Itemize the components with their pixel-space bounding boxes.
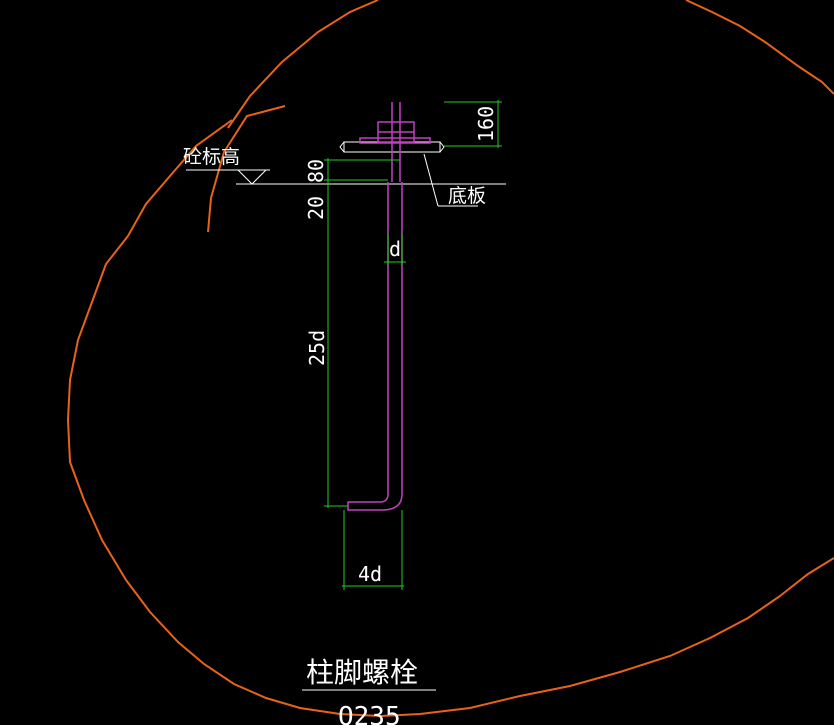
material-grade: Q235 (338, 702, 401, 725)
anchor-bolt (347, 102, 403, 511)
dim-20: 20 (304, 196, 328, 220)
concrete-elevation-label: 砼标高 (183, 146, 240, 168)
revision-cloud-markup (66, 0, 834, 718)
dim-160: 160 (474, 106, 498, 142)
base-plate-label: 底板 (448, 185, 486, 207)
dim-80: 80 (304, 159, 328, 183)
dim-25d: 25d (305, 330, 329, 366)
dim-4d: 4d (358, 562, 382, 586)
bolt-nut (359, 121, 431, 144)
base-plate-leader (423, 153, 439, 207)
dimension-lines (324, 100, 502, 590)
elevation-triangle (236, 169, 268, 185)
ground-line-group (186, 169, 506, 185)
dim-diameter: d (389, 237, 401, 261)
drawing-title: 柱脚螺栓 (306, 656, 418, 689)
